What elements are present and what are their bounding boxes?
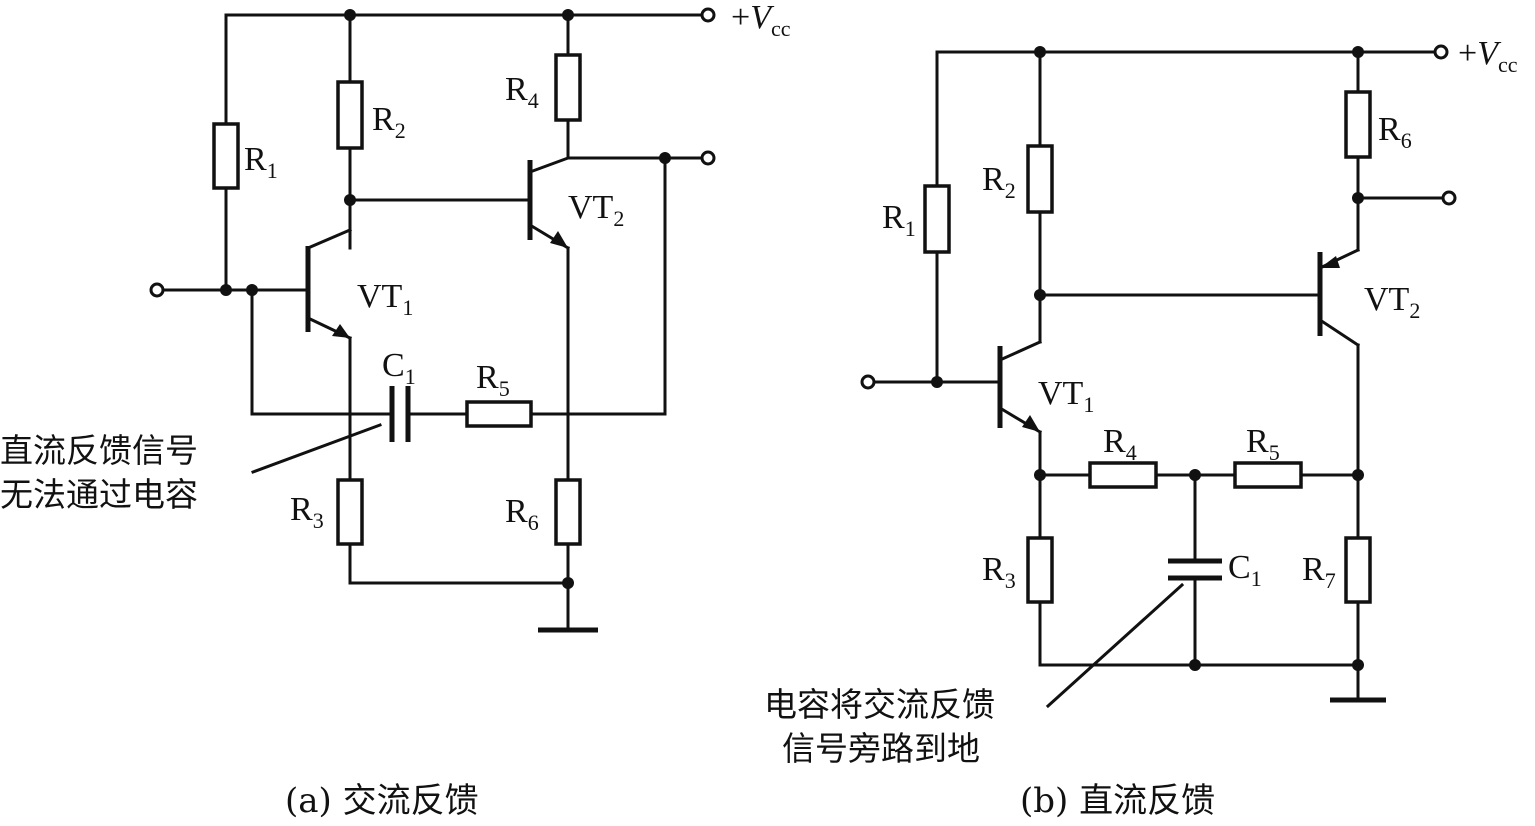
label-b-vt1: VT1 <box>1038 375 1094 417</box>
resistor-b-r1 <box>923 184 951 254</box>
circuit-a-wires <box>159 13 706 632</box>
label-a-vt1: VT1 <box>357 278 413 320</box>
label-a-r4: R4 <box>505 71 539 113</box>
label-b-r3: R3 <box>982 551 1016 593</box>
resistor-b-r4 <box>1088 461 1158 489</box>
label-a-r1: R1 <box>244 141 278 183</box>
terminal-b-output <box>1441 190 1457 206</box>
resistor-b-r3 <box>1026 536 1054 604</box>
terminal-a-output <box>700 150 716 166</box>
label-a-r6: R6 <box>505 493 539 535</box>
annotation-b-line2: 信号旁路到地 <box>782 729 980 768</box>
resistor-a-r4 <box>554 53 582 122</box>
label-b-r7: R7 <box>1302 551 1336 593</box>
vcc-label-b: +Vcc <box>1458 35 1518 77</box>
vt2-emitter-arrow <box>550 231 568 248</box>
caption-b: (b) 直流反馈 <box>1020 781 1215 821</box>
circuit-a: +Vcc R1 R2 R3 R4 R5 R6 C1 VT1 VT2 直流反馈信号… <box>0 0 791 821</box>
label-b-r6: R6 <box>1378 111 1412 153</box>
resistor-b-r7 <box>1344 536 1372 604</box>
label-b-r2: R2 <box>982 161 1016 203</box>
vt1-emitter-arrow <box>332 324 350 338</box>
label-a-r3: R3 <box>290 491 324 533</box>
label-b-vt2: VT2 <box>1364 281 1420 323</box>
terminal-a-input <box>149 282 165 298</box>
label-b-r4: R4 <box>1103 423 1137 465</box>
vcc-label-a: +Vcc <box>731 0 791 41</box>
annotation-a-line1: 直流反馈信号 <box>0 431 198 470</box>
resistor-a-r2 <box>336 80 364 150</box>
resistor-b-r2 <box>1026 144 1054 214</box>
circuit-a-junctions <box>220 9 671 589</box>
circuit-b-junctions <box>931 46 1364 671</box>
label-b-c1: C1 <box>1228 549 1262 591</box>
resistor-a-r6 <box>554 478 582 546</box>
capacitor-a-c1 <box>389 386 411 442</box>
resistor-b-r5 <box>1233 461 1303 489</box>
resistor-a-r3 <box>336 478 364 546</box>
label-a-vt2: VT2 <box>568 189 624 231</box>
resistor-a-r1 <box>212 122 240 190</box>
vt1-b-emitter-arrow <box>1022 415 1040 432</box>
resistor-b-r6 <box>1344 90 1372 159</box>
annotation-b-line1: 电容将交流反馈 <box>764 685 995 724</box>
circuit-b: +Vcc R1 R2 R3 R4 R5 R6 R7 C1 VT1 VT2 电容将… <box>764 35 1518 821</box>
capacitor-b-c1 <box>1168 558 1222 581</box>
resistor-a-r5 <box>465 400 533 428</box>
caption-a: (a) 交流反馈 <box>285 781 479 821</box>
terminal-b-vcc <box>1433 44 1449 60</box>
label-b-r1: R1 <box>882 199 916 241</box>
label-b-r5: R5 <box>1246 423 1280 465</box>
label-a-r5: R5 <box>476 359 510 401</box>
label-a-r2: R2 <box>372 101 406 143</box>
annotation-a-line2: 无法通过电容 <box>0 475 198 514</box>
label-a-c1: C1 <box>382 347 416 389</box>
vt2-b-emitter-arrow <box>1320 256 1340 268</box>
terminal-a-vcc <box>700 7 716 23</box>
terminal-b-input <box>860 374 876 390</box>
